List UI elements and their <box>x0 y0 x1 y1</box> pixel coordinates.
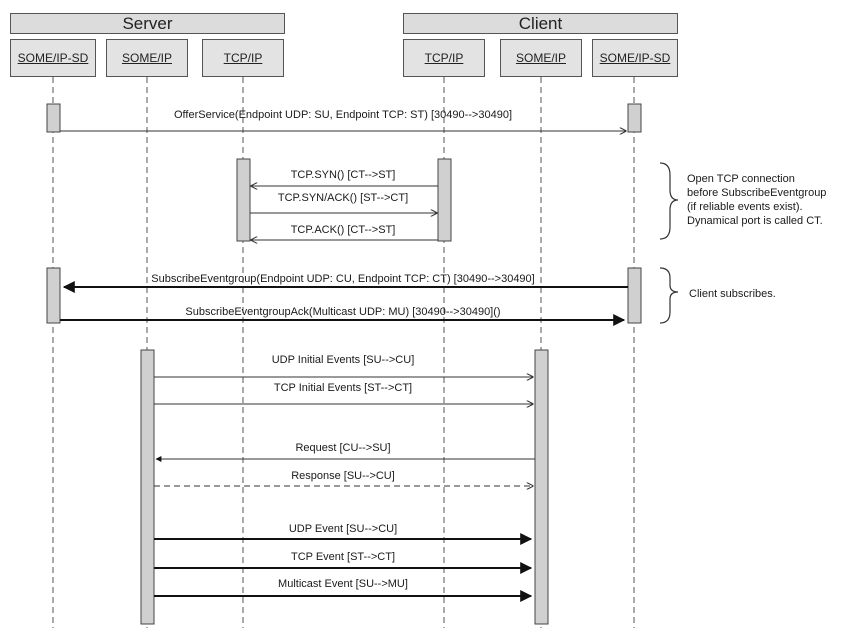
participant-server-someip-sd: SOME/IP-SD <box>10 39 96 77</box>
label-tcp-synack: TCP.SYN/ACK() [ST-->CT] <box>278 192 408 204</box>
note-tcp-line-2: before SubscribeEventgroup <box>687 187 826 199</box>
activation-server-someip <box>140 349 155 625</box>
server-group-header: Server <box>10 13 285 34</box>
label-tcp-event: TCP Event [ST-->CT] <box>291 551 395 563</box>
note-tcp-line-3: (if reliable events exist). <box>687 201 803 213</box>
activation-client-someip <box>534 349 549 625</box>
label-tcp-ack: TCP.ACK() [CT-->ST] <box>291 224 396 236</box>
participant-server-tcpip: TCP/IP <box>202 39 284 77</box>
participant-client-someip-sd: SOME/IP-SD <box>592 39 678 77</box>
brace-tcp-note <box>659 162 679 240</box>
activation-server-tcp <box>236 158 251 242</box>
label-tcp-syn: TCP.SYN() [CT-->ST] <box>291 169 396 181</box>
label-udp-initial: UDP Initial Events [SU-->CU] <box>272 354 415 366</box>
label-subscribe: SubscribeEventgroup(Endpoint UDP: CU, En… <box>151 273 534 285</box>
participant-client-tcpip: TCP/IP <box>403 39 485 77</box>
label-tcp-initial: TCP Initial Events [ST-->CT] <box>274 382 412 394</box>
label-request: Request [CU-->SU] <box>295 442 390 454</box>
activation-server-sd-offer <box>46 103 61 133</box>
brace-subscribe-note <box>659 267 679 324</box>
label-udp-event: UDP Event [SU-->CU] <box>289 523 397 535</box>
note-tcp-line-1: Open TCP connection <box>687 173 795 185</box>
note-tcp-line-4: Dynamical port is called CT. <box>687 215 823 227</box>
activation-client-sd-subscribe <box>627 267 642 324</box>
label-response: Response [SU-->CU] <box>291 470 395 482</box>
activation-client-sd-offer <box>627 103 642 133</box>
participant-server-someip: SOME/IP <box>106 39 188 77</box>
label-subscribe-ack: SubscribeEventgroupAck(Multicast UDP: MU… <box>185 306 500 318</box>
participant-client-someip: SOME/IP <box>500 39 582 77</box>
activation-client-tcp <box>437 158 452 242</box>
activation-server-sd-subscribe <box>46 267 61 324</box>
note-subscribe: Client subscribes. <box>689 288 776 300</box>
label-multicast-event: Multicast Event [SU-->MU] <box>278 578 408 590</box>
label-offer-service: OfferService(Endpoint UDP: SU, Endpoint … <box>174 109 512 121</box>
client-group-header: Client <box>403 13 678 34</box>
